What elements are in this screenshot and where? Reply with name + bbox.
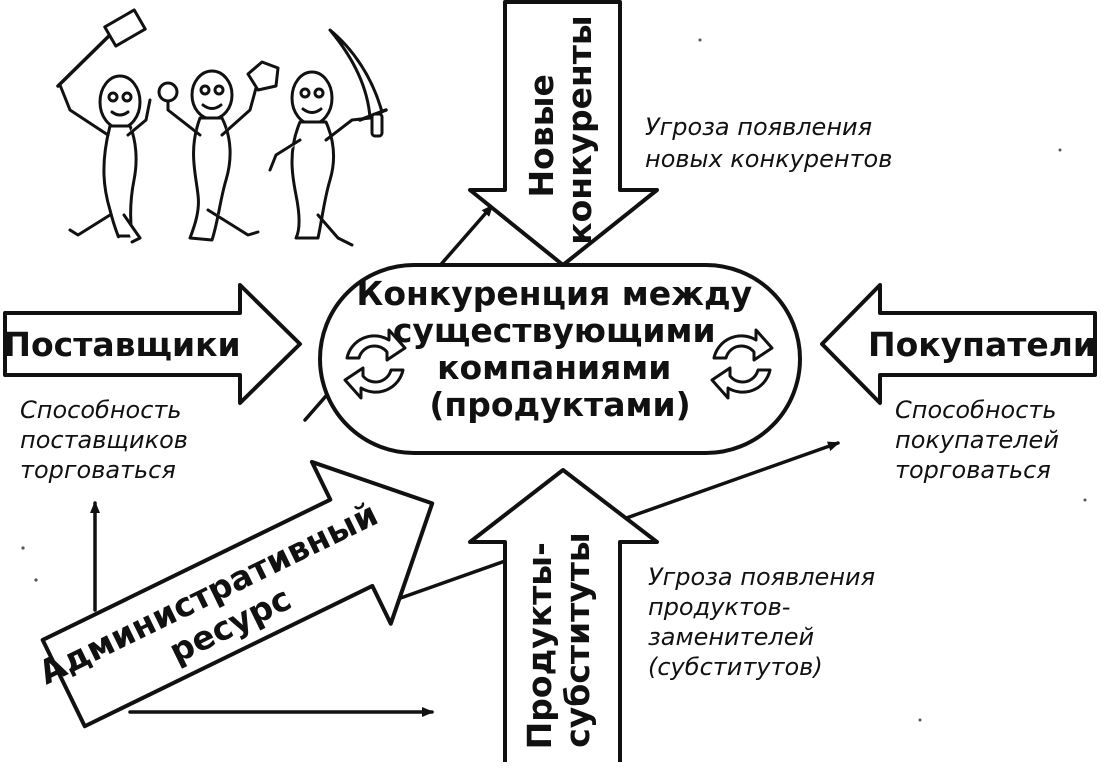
substitutes-label: Продукты- субституты bbox=[520, 531, 597, 750]
new-entrants-caption: Угроза появления новых конкурентов bbox=[645, 113, 892, 173]
competitor-figure-rock bbox=[157, 60, 280, 242]
new-entrants-label: Новые конкуренты bbox=[522, 15, 599, 245]
cycle-arrows-icon bbox=[343, 328, 407, 400]
buyers-force: Покупатели Способность покупателей торго… bbox=[820, 283, 1097, 484]
buyers-caption: Способность покупателей торговаться bbox=[895, 396, 1067, 484]
suppliers-force: Поставщики Способность поставщиков торго… bbox=[3, 283, 302, 484]
paper-specks bbox=[21, 38, 1087, 722]
substitutes-force: Продукты- субституты Угроза появления пр… bbox=[468, 468, 883, 762]
buyers-label: Покупатели bbox=[868, 325, 1096, 364]
competitors-illustration bbox=[56, 8, 388, 247]
suppliers-arrow bbox=[3, 283, 302, 405]
admin-resource-arrow bbox=[40, 459, 435, 729]
substitutes-arrow bbox=[468, 468, 659, 762]
rivalry-capsule bbox=[318, 263, 802, 455]
suppliers-caption: Способность поставщиков торговаться bbox=[20, 396, 196, 484]
competitor-figure-sword bbox=[268, 28, 388, 247]
rivalry-text: Конкуренция между существующими компания… bbox=[356, 274, 763, 424]
rivalry-center: Конкуренция между существующими компания… bbox=[318, 263, 802, 455]
hammer-icon bbox=[56, 8, 147, 88]
buyers-arrow bbox=[820, 283, 1097, 405]
new-entrants-arrow bbox=[468, 0, 659, 267]
sword-icon bbox=[328, 28, 388, 138]
new-entrants-force: Новые конкуренты Угроза появления новых … bbox=[468, 0, 892, 267]
cycle-arrows-icon bbox=[710, 328, 774, 400]
substitutes-caption: Угроза появления продуктов- заменителей … bbox=[648, 563, 883, 681]
rock-icon bbox=[246, 60, 280, 92]
competitor-figure-hammer bbox=[56, 8, 152, 244]
suppliers-label: Поставщики bbox=[3, 325, 240, 364]
